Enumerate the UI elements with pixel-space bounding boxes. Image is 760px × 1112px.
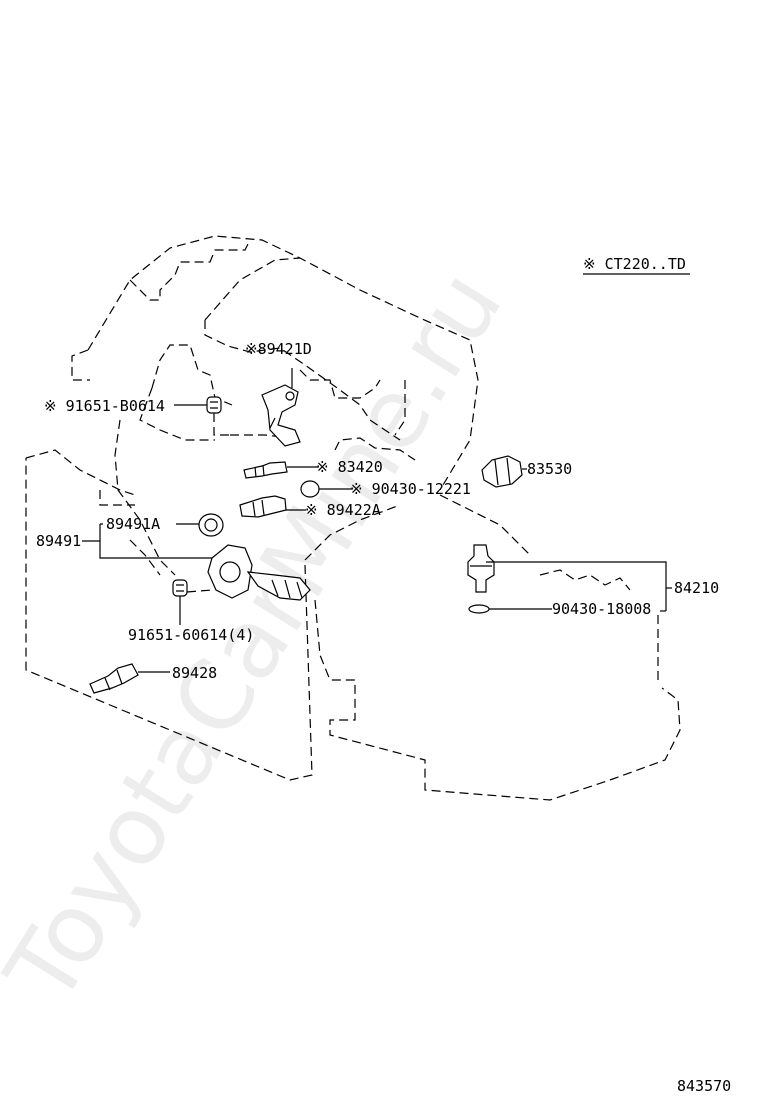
speed-sensor-assembly-part[interactable]	[207, 544, 311, 601]
part-label-84210: 84210	[674, 579, 719, 597]
o-ring-89491a-part[interactable]	[198, 513, 224, 537]
part-label-91651-60614: 91651-60614(4)	[128, 626, 254, 644]
catalog-number-label: 843570	[677, 1077, 731, 1095]
transmission-panel-outline	[25, 449, 313, 781]
panel-inner-line	[99, 490, 135, 506]
bolt-91651-b0614-part[interactable]	[206, 396, 222, 414]
gasket-90430-18008-part[interactable]	[468, 604, 490, 614]
part-label-89491a: 89491A	[106, 515, 160, 533]
water-temp-sensor-part[interactable]	[239, 495, 287, 518]
washer-90430-12221-part[interactable]	[300, 480, 320, 498]
temp-sensor-89428-part[interactable]	[89, 663, 139, 694]
part-label-83420: ※ 83420	[316, 458, 383, 476]
part-label-89428: 89428	[172, 664, 217, 682]
oil-pressure-switch-part[interactable]	[243, 461, 288, 479]
part-label-89491: 89491	[36, 532, 81, 550]
crank-position-sensor-part[interactable]	[261, 384, 301, 447]
part-label-89421d: ※89421D	[245, 340, 312, 358]
part-label-83530: 83530	[527, 460, 572, 478]
watermark-text: ToyotaCarMine.ru	[0, 252, 524, 1023]
part-label-89422a: ※ 89422A	[305, 501, 381, 519]
part-label-90430-12221: ※ 90430-12221	[350, 480, 471, 498]
part-label-91651-b0614: ※ 91651-B0614	[44, 397, 165, 415]
part-label-90430-18008: 90430-18008	[552, 600, 651, 618]
oil-pressure-sender-part[interactable]	[481, 455, 523, 488]
pressure-switch-84210-part[interactable]	[467, 544, 495, 593]
leader-lines	[82, 368, 672, 673]
note-ct220-label: ※ CT220..TD	[583, 255, 686, 273]
bolt-91651-60614-part[interactable]	[172, 579, 188, 597]
